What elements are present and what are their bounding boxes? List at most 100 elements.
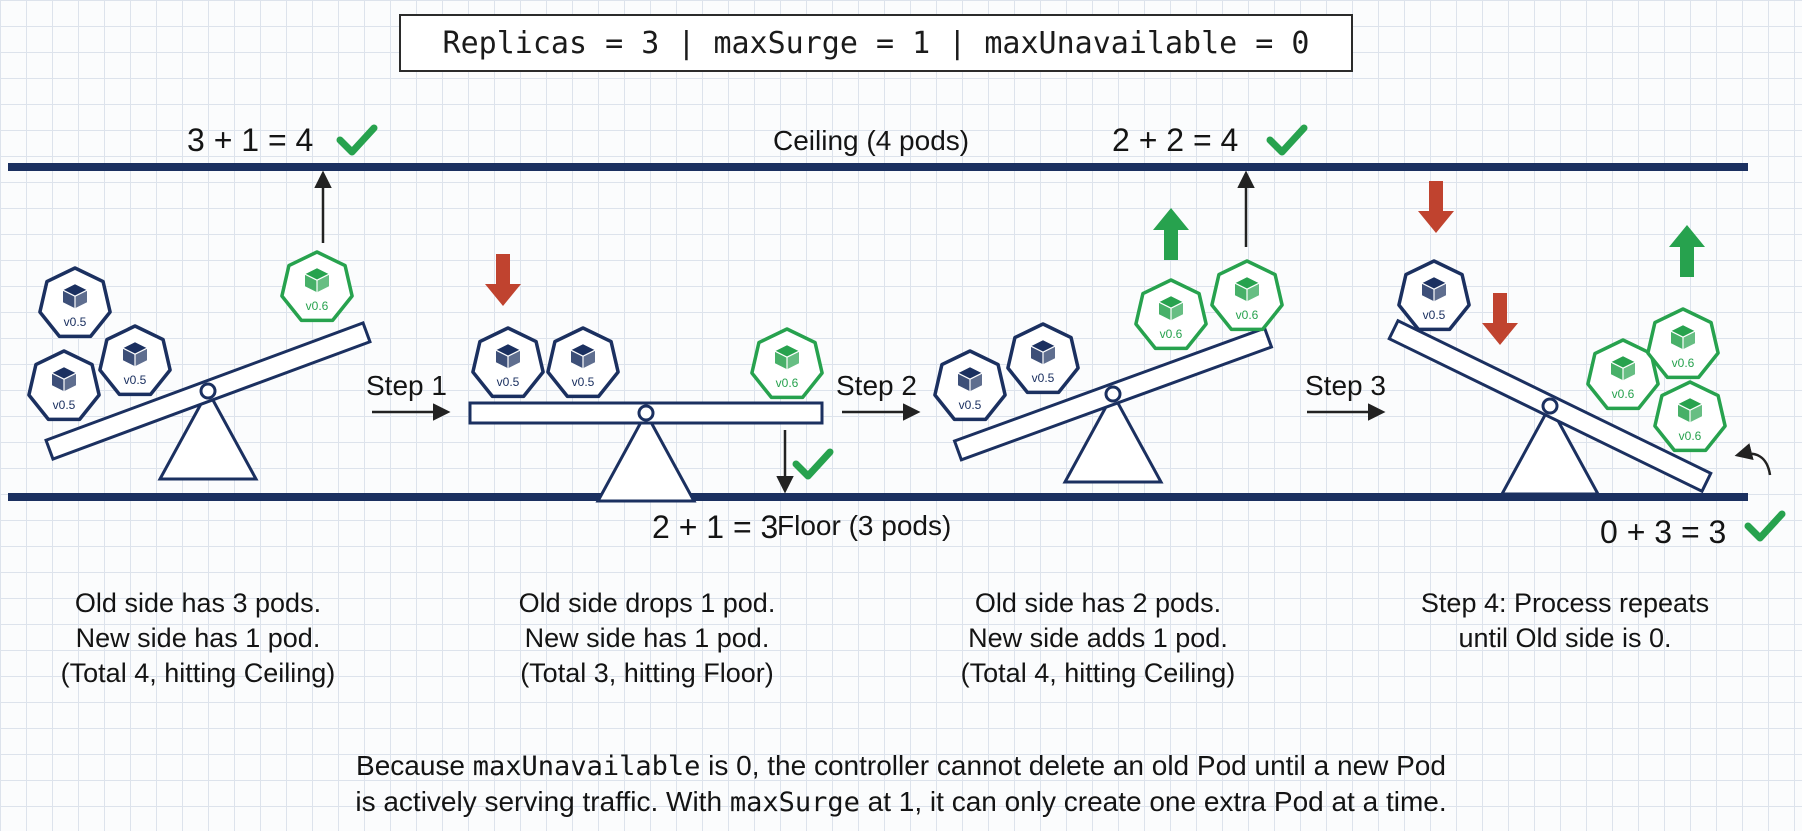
pod-version: v0.6 [1672,356,1695,370]
caption-line: New side has 1 pod. [524,623,770,653]
note-code: maxSurge [729,787,860,818]
cube-icon [1158,296,1184,321]
seesaw-stage3 [952,326,1274,484]
cube-icon [1610,356,1636,381]
cube-icon [1670,325,1696,350]
config-text: Replicas = 3 | maxSurge = 1 | maxUnavail… [442,25,1310,61]
pod-new: v0.6 [1646,307,1720,380]
note-text: is 0, the controller cannot delete an ol… [700,750,1446,781]
cube-icon [774,345,800,370]
green-up-arrow-icon [1153,208,1189,260]
fulcrum [157,387,259,481]
cube-icon [1234,277,1260,302]
checkmark-icon [792,448,834,480]
step1-label: Step 1 [366,370,447,401]
pod-version: v0.5 [1032,371,1055,385]
red-down-arrow-icon [1482,293,1518,345]
caption-line: New side adds 1 pod. [968,623,1228,653]
pod-old: v0.5 [1397,259,1471,332]
pod-new: v0.6 [1586,338,1660,411]
pod-version: v0.6 [1236,308,1259,322]
pod-version: v0.5 [124,373,147,387]
pod-new: v0.6 [1210,259,1284,332]
note-text: at 1, it can only create one extra Pod a… [859,786,1447,817]
note-text: Because [356,750,473,781]
pod-new: v0.6 [1653,380,1727,453]
red-down-arrow-icon [485,254,521,306]
red-down-arrow-icon [1418,181,1454,233]
fulcrum [595,409,697,503]
pod-new: v0.6 [1134,278,1208,351]
note-text: is actively serving traffic. With [355,786,730,817]
config-box: Replicas = 3 | maxSurge = 1 | maxUnavail… [399,14,1353,72]
cube-icon [1421,277,1447,302]
checkmark-icon [1266,124,1308,156]
fulcrum [1499,402,1601,496]
explanation-line-2: is actively serving traffic. With maxSur… [80,786,1722,818]
pod-old: v0.5 [933,349,1007,422]
pod-version: v0.5 [1423,308,1446,322]
step3-label: Step 3 [1305,370,1386,401]
seesaw-stage2 [468,401,824,503]
pivot [637,404,655,422]
pod-version: v0.6 [306,299,329,313]
caption-line: Old side has 3 pods. [74,588,322,618]
pod-old: v0.5 [471,326,545,399]
pod-old: v0.5 [38,266,112,339]
cube-icon [957,367,983,392]
seesaw-stage4 [1387,318,1713,496]
cube-icon [122,342,148,367]
checkmark-icon [1744,510,1786,542]
caption-stage4: Step 4: Process repeats until Old side i… [1385,586,1745,656]
cube-icon [1677,398,1703,423]
stage3-equation: 2 + 2 = 4 [1112,122,1239,158]
caption-stage1: Old side has 3 pods. New side has 1 pod.… [18,586,378,691]
pivot [199,382,217,400]
pod-version: v0.5 [64,315,87,329]
pod-version: v0.5 [959,398,982,412]
cube-icon [570,344,596,369]
caption-stage2: Old side drops 1 pod. New side has 1 pod… [467,586,827,691]
caption-line: Step 4: Process repeats [1420,588,1710,618]
pod-old: v0.5 [27,349,101,422]
checkmark-icon [336,124,378,156]
pod-version: v0.6 [1160,327,1183,341]
step2-label: Step 2 [836,370,917,401]
caption-line: until Old side is 0. [1458,623,1672,653]
caption-line: (Total 3, hitting Floor) [520,658,774,688]
cube-icon [495,344,521,369]
stage1-equation: 3 + 1 = 4 [187,122,314,158]
ceiling-label: Ceiling (4 pods) [773,125,970,156]
pod-version: v0.5 [497,375,520,389]
pod-version: v0.6 [1612,387,1635,401]
curved-arrow [1734,443,1772,476]
pivot [1104,385,1122,403]
pod-version: v0.5 [53,398,76,412]
seesaw-stage1 [44,321,372,481]
caption-line: (Total 4, hitting Ceiling) [960,658,1236,688]
pod-old: v0.5 [1006,322,1080,395]
caption-line: New side has 1 pod. [75,623,321,653]
cube-icon [304,268,330,293]
pod-version: v0.6 [776,376,799,390]
note-code: maxUnavailable [472,751,701,782]
pod-old: v0.5 [98,324,172,397]
green-up-arrow-icon [1669,225,1705,277]
stage4-equation: 0 + 3 = 3 [1600,514,1727,550]
cube-icon [1030,340,1056,365]
caption-line: Old side drops 1 pod. [518,588,776,618]
fulcrum [1062,390,1164,484]
cube-icon [51,367,77,392]
caption-line: Old side has 2 pods. [974,588,1222,618]
floor-label: Floor (3 pods) [777,510,952,541]
pod-version: v0.6 [1679,429,1702,443]
caption-stage3: Old side has 2 pods. New side adds 1 pod… [918,586,1278,691]
pod-old: v0.5 [546,326,620,399]
pivot [1541,397,1559,415]
explanation-line-1: Because maxUnavailable is 0, the control… [80,750,1722,782]
caption-line: (Total 4, hitting Ceiling) [60,658,336,688]
cube-icon [62,284,88,309]
stage2-equation: 2 + 1 = 3 [652,509,779,545]
pod-new: v0.6 [280,250,354,323]
